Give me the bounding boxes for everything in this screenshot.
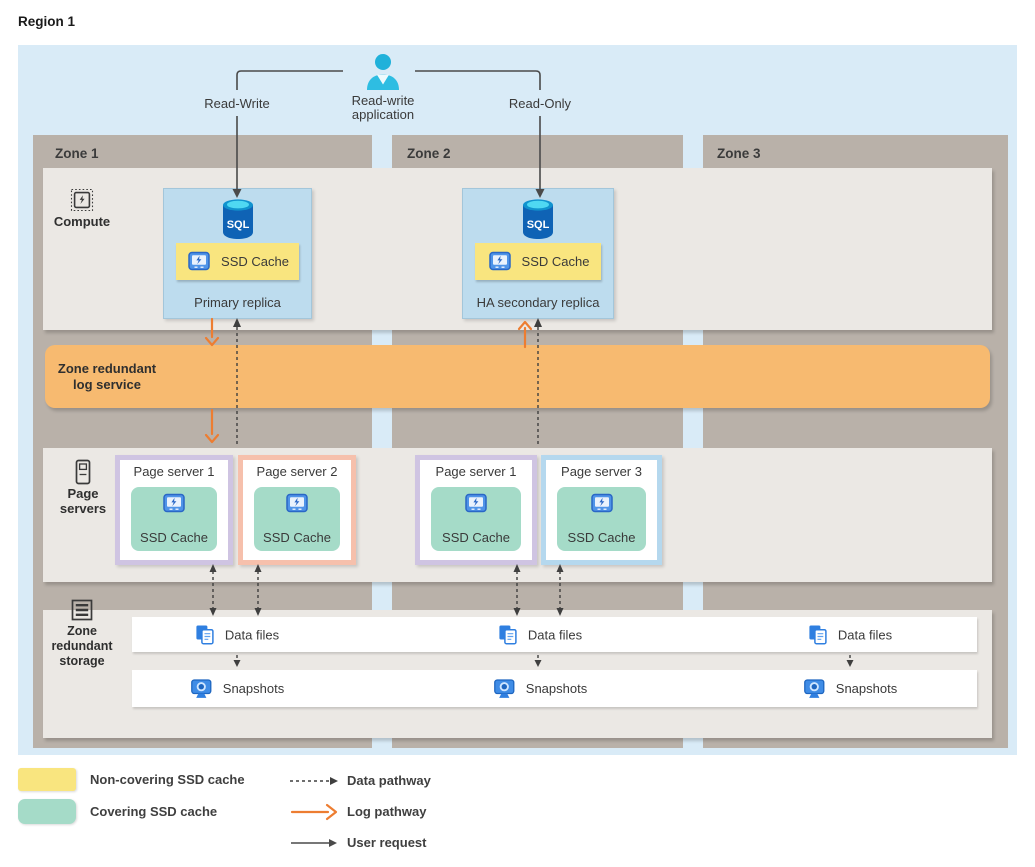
zone3-label: Zone 3 (717, 146, 761, 161)
zone1-label: Zone 1 (55, 146, 99, 161)
legend-covering-label: Covering SSD cache (90, 804, 218, 819)
compute-label-block: Compute (46, 188, 118, 229)
application-label: Read-write application (333, 94, 433, 122)
covering-ssd-cache: SSD Cache (557, 487, 646, 551)
secondary-replica-box: SQL SSD Cache HA secondary replica (462, 188, 614, 319)
application-label-line1: Read-write (351, 93, 415, 108)
ssd-drive-icon (161, 493, 187, 515)
snapshots-label: Snapshots (222, 681, 285, 696)
ssd-drive-icon (284, 493, 310, 515)
snapshots-icon (804, 678, 825, 698)
legend-log-pathway-label: Log pathway (347, 804, 427, 819)
data-files-label: Data files (527, 627, 583, 642)
page-servers-label-line1: Page (67, 486, 99, 501)
primary-replica-box: SQL SSD Cache Primary replica (163, 188, 312, 319)
primary-replica-caption: Primary replica (194, 295, 281, 310)
legend-data-pathway-label: Data pathway (347, 773, 431, 788)
person-icon (363, 53, 403, 90)
ssd-drive-icon (488, 251, 511, 270)
log-service-label-line1: Zone redundant (57, 361, 157, 376)
log-service-band (45, 345, 990, 408)
zone1-page-server-2: Page server 2 SSD Cache (238, 455, 356, 565)
storage-label-line1: Zone (67, 624, 97, 638)
page-server-title: Page server 1 (133, 464, 215, 479)
sql-database-icon: SQL (220, 197, 256, 241)
read-only-label: Read-Only (508, 96, 572, 111)
storage-icon (71, 599, 93, 621)
data-files-label: Data files (837, 627, 893, 642)
ssd-cache-label: SSD Cache (567, 530, 636, 545)
zone2-page-server-3: Page server 3 SSD Cache (541, 455, 662, 565)
page-server-title: Page server 3 (561, 464, 642, 479)
compute-label: Compute (53, 214, 111, 229)
snapshots-icon (494, 678, 515, 698)
covering-ssd-cache: SSD Cache (131, 487, 217, 551)
data-files-icon (196, 625, 214, 644)
covering-ssd-cache: SSD Cache (431, 487, 521, 551)
snapshots-label: Snapshots (835, 681, 898, 696)
sql-database-icon: SQL (520, 197, 556, 241)
legend-noncovering-swatch (18, 768, 76, 791)
legend-noncovering-label: Non-covering SSD cache (90, 772, 245, 787)
zone2-data-files: Data files (498, 624, 582, 645)
log-service-label: Zone redundant log service (52, 361, 162, 393)
data-files-icon (499, 625, 517, 644)
covering-ssd-cache: SSD Cache (254, 487, 340, 551)
zone2-snapshots: Snapshots (493, 678, 587, 700)
data-files-icon (809, 625, 827, 644)
page-server-title: Page server 2 (256, 464, 338, 479)
ssd-drive-icon (589, 493, 615, 515)
primary-ssd-label: SSD Cache (221, 254, 289, 269)
snapshots-icon (191, 678, 212, 698)
primary-ssd-cache: SSD Cache (176, 243, 299, 280)
legend-user-request-label: User request (347, 835, 427, 850)
read-write-label: Read-Write (204, 96, 270, 111)
snapshots-bar: Snapshots Snapshots Snapshots (132, 670, 977, 707)
storage-label-line2: redundant (51, 639, 113, 653)
secondary-ssd-label: SSD Cache (521, 254, 590, 269)
zone2-page-server-1: Page server 1 SSD Cache (415, 455, 537, 565)
region-title: Region 1 (18, 14, 76, 29)
zone3-snapshots: Snapshots (803, 678, 897, 700)
page-server-title: Page server 1 (435, 464, 517, 479)
zone1-snapshots: Snapshots (190, 678, 284, 700)
ssd-drive-icon (188, 251, 210, 270)
ssd-drive-icon (463, 493, 489, 515)
ssd-cache-label: SSD Cache (140, 530, 208, 545)
secondary-ssd-cache: SSD Cache (475, 243, 601, 280)
sql-text: SQL (226, 219, 249, 231)
zone3-data-files: Data files (808, 624, 892, 645)
legend-covering-swatch (18, 799, 76, 824)
data-files-bar: Data files Data files Data files (132, 617, 977, 652)
storage-label-line3: storage (59, 654, 105, 668)
storage-label-block: Zone redundant storage (42, 598, 122, 669)
zone2-label: Zone 2 (407, 146, 451, 161)
zone1-data-files: Data files (195, 624, 279, 645)
secondary-replica-caption: HA secondary replica (476, 295, 600, 310)
page-servers-label-block: Page servers (52, 459, 114, 516)
snapshots-label: Snapshots (525, 681, 588, 696)
page-server-icon (75, 459, 91, 485)
zone1-page-server-1: Page server 1 SSD Cache (115, 455, 233, 565)
ssd-cache-label: SSD Cache (263, 530, 331, 545)
page-servers-label-line2: servers (59, 501, 107, 516)
ssd-cache-label: SSD Cache (442, 530, 510, 545)
data-files-label: Data files (224, 627, 280, 642)
application-label-line2: application (351, 107, 415, 122)
log-service-label-line2: log service (73, 377, 141, 392)
sql-text: SQL (527, 219, 550, 231)
compute-chip-icon (70, 188, 94, 212)
